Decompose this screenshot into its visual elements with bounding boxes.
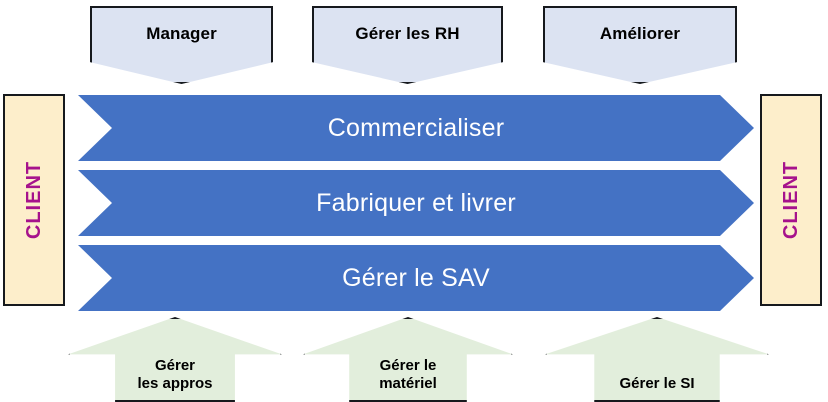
resource-process-label-line2: les appros [137,375,213,393]
resource-process-gerer-les-appros[interactable]: Gérer les appros [68,317,282,402]
client-label: CLIENT [780,160,802,240]
core-process-fabriquer-et-livrer[interactable]: Fabriquer et livrer [78,170,754,236]
support-process-label: Gérer les RH [355,24,460,43]
core-process-label: Fabriquer et livrer [316,188,516,217]
resource-process-label-line2: matériel [379,375,437,393]
support-process-gerer-les-rh[interactable]: Gérer les RH [312,6,503,84]
resource-process-label: Gérer le matériel [305,357,511,401]
support-process-label: Manager [146,24,217,43]
resource-process-label-line1: Gérer le [379,356,437,374]
support-process-label: Améliorer [599,24,681,43]
client-label: CLIENT [23,160,45,240]
support-process-ameliorer[interactable]: Améliorer [543,6,737,84]
core-process-commercialiser[interactable]: Commercialiser [78,95,754,161]
resource-process-label: Gérer les appros [70,357,280,401]
core-process-gerer-le-sav[interactable]: Gérer le SAV [78,245,754,311]
resource-process-label-line1: Gérer le SI [619,375,695,393]
core-process-label: Commercialiser [327,113,505,142]
resource-process-label-line1: Gérer [154,356,196,374]
core-process-label: Gérer le SAV [342,263,490,292]
resource-process-gerer-le-si[interactable]: Gérer le SI [545,317,769,402]
resource-process-label: Gérer le SI [547,375,767,400]
client-box-left: CLIENT [3,94,65,306]
resource-process-gerer-le-materiel[interactable]: Gérer le matériel [303,317,513,402]
client-box-right: CLIENT [760,94,822,306]
support-process-manager[interactable]: Manager [90,6,273,84]
